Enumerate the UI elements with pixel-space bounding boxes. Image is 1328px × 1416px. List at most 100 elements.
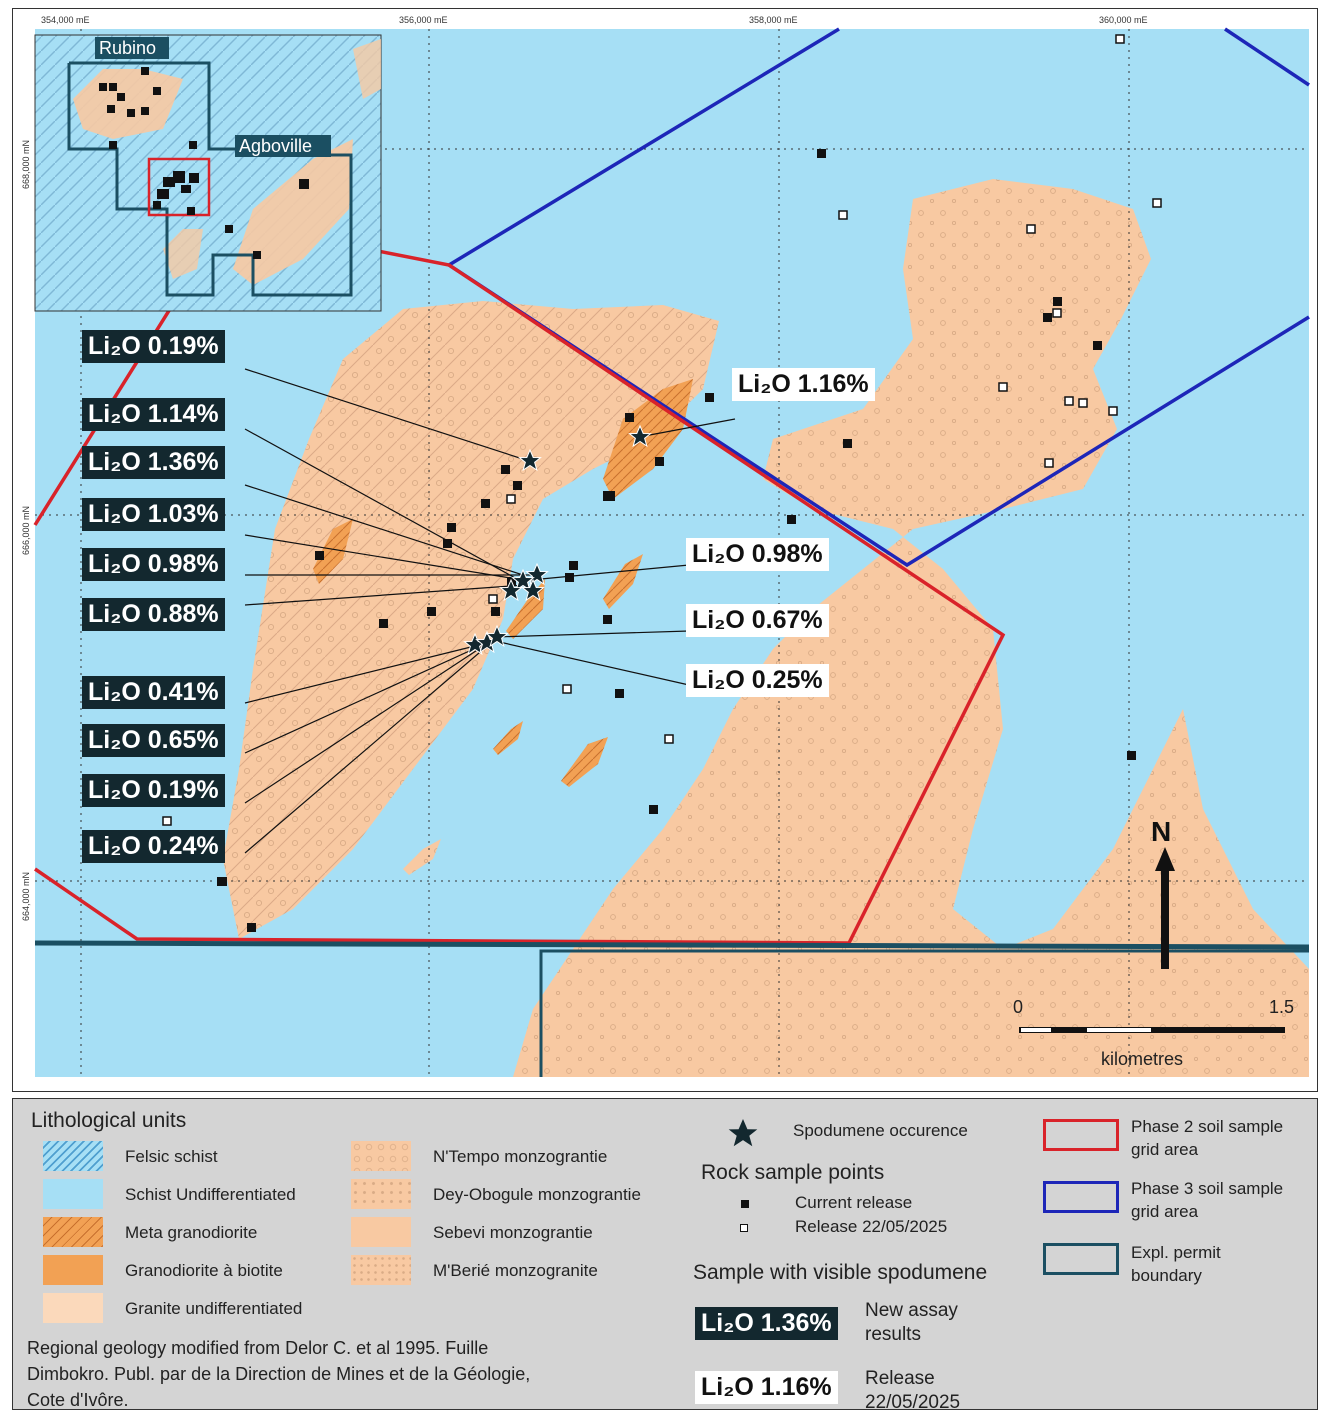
meta-granodiorite-lens	[603, 554, 643, 609]
sample-current[interactable]	[247, 923, 256, 932]
sample-current[interactable]	[513, 481, 522, 490]
sample-current[interactable]	[1127, 751, 1136, 760]
easting-label: 356,000 mE	[399, 15, 448, 25]
sample-prior[interactable]	[1052, 308, 1062, 318]
sample-current[interactable]	[217, 877, 227, 886]
sample-current[interactable]	[843, 439, 852, 448]
source-line: Dimbokro. Publ. par de la Direction de M…	[27, 1364, 531, 1384]
grid-lines	[35, 29, 1309, 1077]
sample-current[interactable]	[491, 607, 500, 616]
sample-current[interactable]	[565, 573, 574, 582]
prior-release-label: Release 22/05/2025	[795, 1217, 948, 1236]
sample-current[interactable]	[603, 491, 615, 501]
phase2-line: Phase 2 soil sample	[1131, 1117, 1284, 1136]
sample-prior[interactable]	[1152, 198, 1162, 208]
assay-label-prior[interactable]: Li₂O 0.98%	[686, 538, 829, 571]
sample-current[interactable]	[603, 615, 612, 624]
source-line: Cote d'Ivôre.	[27, 1390, 129, 1410]
sample-prior[interactable]	[1078, 398, 1088, 408]
assay-label-new[interactable]: Li₂O 0.24%	[82, 830, 225, 863]
sample-current[interactable]	[625, 413, 634, 422]
legend-sample-new-desc: New assay results	[865, 1299, 958, 1347]
granite-east	[513, 179, 1309, 1077]
permit-boundary[interactable]	[34, 940, 1310, 1077]
scale-bar: 0 1.5 kilometres	[1013, 997, 1294, 1069]
assay-label-prior[interactable]: Li₂O 0.67%	[686, 604, 829, 637]
sample-current[interactable]	[315, 551, 324, 560]
northing-label: 664,000 mN	[21, 872, 31, 921]
legend-sample-prior: Li₂O 1.16%	[695, 1371, 838, 1404]
sample-current[interactable]	[817, 149, 826, 158]
spodumene-star[interactable]	[628, 424, 652, 448]
sample-prior[interactable]	[562, 684, 572, 694]
spodumene-star[interactable]	[521, 578, 545, 602]
sample-current[interactable]	[615, 689, 624, 698]
assay-label-new[interactable]: Li₂O 0.41%	[82, 676, 225, 709]
swatch-meta-granodiorite	[43, 1217, 103, 1247]
sample-prior[interactable]	[1064, 396, 1074, 406]
current-release-label: Current release	[795, 1193, 913, 1212]
prior-release-square-icon	[740, 1224, 748, 1232]
spodumene-star[interactable]	[518, 448, 542, 472]
sample-current[interactable]	[379, 619, 388, 628]
sample-prior[interactable]	[838, 210, 848, 220]
current-release-square-icon	[741, 1200, 749, 1208]
sample-current[interactable]	[447, 523, 456, 532]
spodumene-star[interactable]	[511, 568, 535, 592]
sample-current[interactable]	[1043, 313, 1052, 322]
sample-current[interactable]	[705, 393, 714, 402]
map-canvas[interactable]: 354,000 mE 356,000 mE 358,000 mE 360,000…	[13, 9, 1319, 1093]
north-arrow: N	[1151, 816, 1175, 969]
sample-prior[interactable]	[1115, 34, 1125, 44]
spodumene-occurrences	[463, 424, 652, 656]
assay-label-new[interactable]: Li₂O 0.65%	[82, 724, 225, 757]
northing-label: 668,000 mN	[21, 140, 31, 189]
sample-current[interactable]	[1093, 341, 1102, 350]
source-note: Regional geology modified from Delor C. …	[27, 1335, 667, 1413]
sample-prior[interactable]	[1044, 458, 1054, 468]
meta-granodiorite-lens	[313, 519, 353, 584]
sample-current[interactable]	[1053, 297, 1062, 306]
sample-prior[interactable]	[998, 382, 1008, 392]
current-release-samples	[217, 149, 1136, 932]
sample-current[interactable]	[443, 539, 452, 548]
sample-prior[interactable]	[664, 734, 674, 744]
sample-current[interactable]	[501, 465, 510, 474]
assay-label-prior[interactable]: Li₂O 1.16%	[732, 368, 875, 401]
assay-label-new[interactable]: Li₂O 0.98%	[82, 548, 225, 581]
swatch-schist	[43, 1179, 103, 1209]
assay-label-new[interactable]: Li₂O 0.88%	[82, 598, 225, 631]
assay-label-new[interactable]: Li₂O 1.03%	[82, 498, 225, 531]
easting-label: 358,000 mE	[749, 15, 798, 25]
sample-prior[interactable]	[488, 594, 498, 604]
meta-granodiorite-lens	[493, 721, 523, 755]
spodumene-star[interactable]	[485, 624, 509, 648]
north-label: N	[1151, 816, 1171, 847]
sample-prior[interactable]	[1108, 406, 1118, 416]
sample-current[interactable]	[481, 499, 490, 508]
assay-label-prior[interactable]: Li₂O 0.25%	[686, 664, 829, 697]
sample-current[interactable]	[427, 607, 436, 616]
spodumene-star[interactable]	[499, 578, 523, 602]
swatch-mberie	[351, 1255, 411, 1285]
assay-label-new[interactable]: Li₂O 0.19%	[82, 330, 225, 363]
sample-current[interactable]	[787, 515, 796, 524]
phase3-swatch	[1043, 1181, 1119, 1213]
lith-item: Dey-Obogule monzograntie	[433, 1185, 641, 1204]
legend-sample-prior-desc: Release 22/05/2025	[865, 1367, 960, 1415]
sample-current[interactable]	[569, 561, 578, 570]
sample-prior[interactable]	[506, 494, 516, 504]
swatch-granodiorite-biotite	[43, 1255, 103, 1285]
assay-label-new[interactable]: Li₂O 0.19%	[82, 774, 225, 807]
phase3-label: Phase 3 soil sample grid area	[1131, 1177, 1283, 1223]
source-line: Regional geology modified from Delor C. …	[27, 1338, 489, 1358]
sample-current[interactable]	[655, 457, 664, 466]
sample-prior[interactable]	[1026, 224, 1036, 234]
assay-label-new[interactable]: Li₂O 1.36%	[82, 446, 225, 479]
sample-prior[interactable]	[162, 816, 172, 826]
desc-line: 22/05/2025	[865, 1392, 961, 1413]
northing-label: 666,000 mN	[21, 506, 31, 555]
sample-current[interactable]	[649, 805, 658, 814]
assay-label-new[interactable]: Li₂O 1.14%	[82, 398, 225, 431]
inset-map[interactable]: Rubino Agboville	[34, 34, 382, 312]
